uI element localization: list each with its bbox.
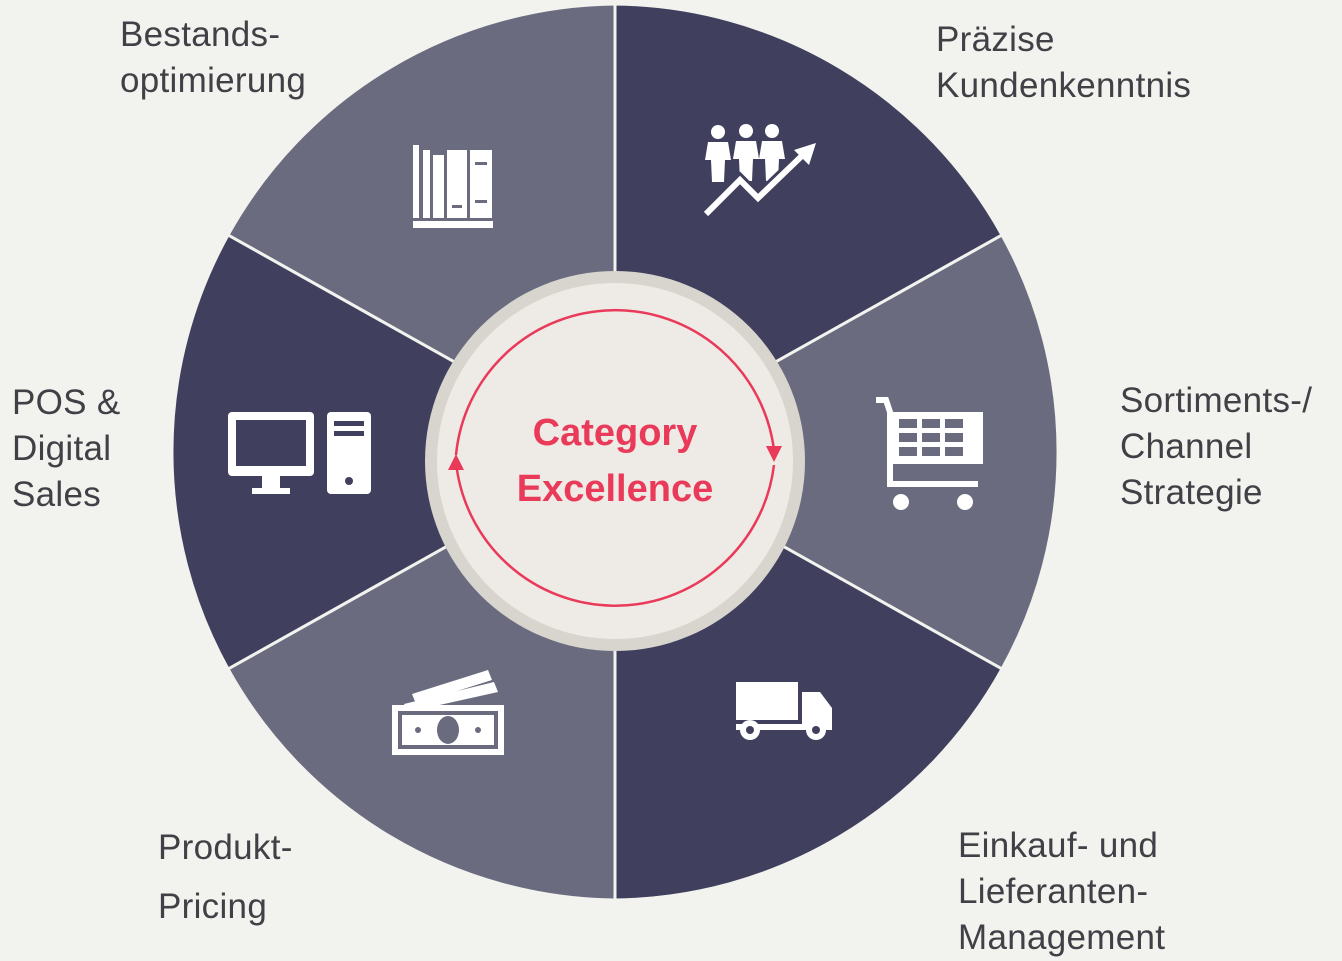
- center-title: Category Excellence: [516, 412, 714, 510]
- shopping-cart-icon: [876, 397, 983, 510]
- label-kundenkenntnis: Präzise Kundenkenntnis: [936, 20, 1192, 105]
- hub-circle: [437, 283, 793, 639]
- label-einkauf-lieferanten: Einkauf- und Lieferanten- Management: [958, 826, 1166, 957]
- people-growth-icon: [701, 124, 816, 219]
- cycle-arrow-right: [454, 308, 776, 456]
- money-icon: [392, 670, 504, 755]
- desktop-computer-icon: [228, 412, 371, 494]
- truck-icon: [736, 682, 832, 740]
- arrowhead-right: [766, 446, 782, 462]
- label-sortiment-channel: Sortiments-/ Channel Strategie: [1120, 381, 1313, 512]
- label-bestandsoptimierung: Bestands- optimierung: [120, 15, 307, 100]
- segment-pos-digital: [170, 232, 619, 672]
- label-produkt-pricing: Produkt- Pricing: [158, 828, 293, 926]
- label-pos-digital: POS & Digital Sales: [12, 383, 121, 514]
- cycle-arrow-left: [454, 461, 776, 607]
- segment-sortiment-channel: [611, 232, 1060, 672]
- books-icon: [413, 145, 493, 228]
- arrowhead-left: [448, 454, 464, 470]
- cycle-arrows: [454, 308, 776, 607]
